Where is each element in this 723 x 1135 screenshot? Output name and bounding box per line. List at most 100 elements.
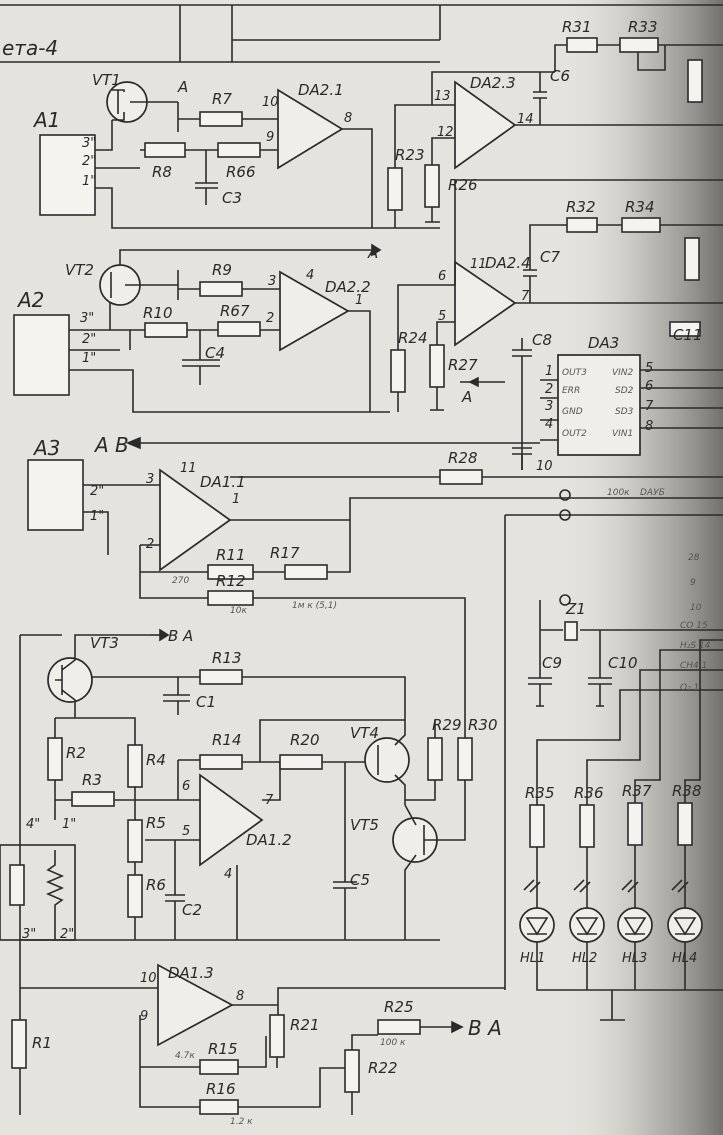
svg-text:1": 1" — [82, 174, 96, 189]
title-block: ета-4 — [0, 4, 723, 63]
resistor-r14 — [199, 754, 243, 770]
sensor-heater — [45, 850, 65, 940]
resistor-r32 — [566, 217, 598, 233]
svg-text:C6: C6 — [550, 67, 570, 85]
sensor-resistor — [9, 864, 25, 906]
resistor-r2 — [47, 737, 63, 781]
svg-text:R37: R37 — [622, 782, 652, 800]
opamp-da11 — [159, 468, 232, 572]
svg-text:VIN2: VIN2 — [612, 368, 634, 378]
svg-text:Z1: Z1 — [565, 600, 586, 618]
svg-text:5: 5 — [182, 824, 190, 839]
svg-text:6: 6 — [438, 269, 446, 284]
resistor-r37 — [627, 802, 643, 846]
svg-text:VT3: VT3 — [90, 634, 119, 652]
resistor-r36 — [579, 804, 595, 848]
svg-text:R28: R28 — [448, 449, 478, 467]
svg-text:3": 3" — [22, 927, 36, 942]
svg-text:1: 1 — [545, 364, 553, 379]
svg-text:DA3: DA3 — [588, 334, 619, 352]
svg-text:6: 6 — [645, 379, 653, 394]
svg-text:B A: B A — [168, 627, 193, 645]
svg-text:9: 9 — [140, 1009, 148, 1024]
resistor-r23 — [387, 167, 403, 211]
svg-text:2: 2 — [146, 537, 154, 552]
svg-text:R2: R2 — [66, 744, 86, 762]
svg-text:8: 8 — [344, 111, 352, 126]
ab-bus: A B R28 — [93, 433, 723, 485]
svg-text:1м к (5,1): 1м к (5,1) — [292, 601, 337, 611]
resistor-r33 — [619, 37, 659, 53]
svg-text:11: 11 — [180, 461, 197, 476]
svg-text:R10: R10 — [143, 304, 173, 322]
svg-text:R66: R66 — [226, 163, 256, 181]
resistor-r12 — [207, 590, 254, 606]
svg-text:5: 5 — [645, 361, 653, 376]
svg-text:4: 4 — [224, 867, 232, 882]
svg-text:R11: R11 — [216, 546, 246, 564]
opamp-da22 — [279, 270, 350, 352]
svg-text:2: 2 — [545, 382, 553, 397]
svg-text:5: 5 — [438, 309, 446, 324]
svg-text:7: 7 — [265, 793, 274, 808]
svg-text:OUT3: OUT3 — [562, 368, 587, 378]
svg-text:1.2 к: 1.2 к — [230, 1117, 253, 1127]
svg-text:R7: R7 — [212, 90, 232, 108]
resistor-r8 — [144, 142, 186, 158]
svg-text:DA2.2: DA2.2 — [325, 278, 371, 296]
svg-text:R24: R24 — [398, 329, 428, 347]
svg-text:R1: R1 — [32, 1034, 52, 1052]
svg-text:SD2: SD2 — [615, 386, 634, 396]
svg-text:DA1.2: DA1.2 — [246, 831, 292, 849]
svg-text:1": 1" — [82, 351, 96, 366]
svg-text:R4: R4 — [146, 751, 166, 769]
resistor-r4 — [127, 744, 143, 788]
title-fragment: ета-4 — [2, 36, 58, 60]
svg-text:C9: C9 — [542, 654, 562, 672]
resistor-r30 — [457, 737, 473, 781]
svg-text:DAУБ: DAУБ — [640, 488, 665, 498]
da24-stage: R24 R27 DA2.4 6 5 11 7 C7 R32 R34 A C8 1… — [390, 179, 723, 474]
svg-text:R67: R67 — [220, 302, 250, 320]
svg-text:R20: R20 — [290, 731, 320, 749]
opamp-da23 — [454, 80, 517, 170]
svg-text:B A: B A — [468, 1016, 502, 1040]
a3-channel: A3 2" 1" DA1.1 11 3 2 1 R11 R17 R12 270 … — [27, 436, 723, 990]
resistor-r-right-1 — [687, 59, 703, 103]
svg-text:HL4: HL4 — [672, 951, 697, 966]
resistor-r17 — [284, 564, 328, 580]
svg-text:GND: GND — [562, 407, 583, 417]
resistor-r26 — [424, 164, 440, 208]
svg-text:R5: R5 — [146, 814, 166, 832]
svg-text:R6: R6 — [146, 876, 166, 894]
svg-text:DA2.3: DA2.3 — [470, 74, 516, 92]
svg-text:HL1: HL1 — [520, 951, 545, 966]
resistor-r34 — [621, 217, 661, 233]
svg-text:R27: R27 — [448, 356, 478, 374]
vt3-stage: VT3 B A R13 C1 R2 R4 R3 R5 R6 C2 R14 DA1… — [19, 600, 498, 941]
svg-text:A: A — [461, 388, 472, 406]
resistor-r67 — [217, 321, 261, 337]
block-a3 — [27, 459, 84, 531]
svg-text:СО 15: СО 15 — [680, 621, 708, 631]
svg-text:1": 1" — [62, 817, 76, 832]
resistor-r1 — [11, 1019, 27, 1069]
svg-text:R15: R15 — [208, 1040, 238, 1058]
resistor-r6 — [127, 874, 143, 918]
svg-text:9: 9 — [690, 578, 696, 588]
svg-text:A2: A2 — [16, 288, 44, 312]
svg-text:2": 2" — [82, 154, 96, 169]
resistor-r22 — [344, 1049, 360, 1093]
da13-stage: R1 DA1.3 10 9 8 R21 R15 R16 R22 R25 B A … — [11, 940, 505, 1127]
svg-text:R3: R3 — [82, 771, 102, 789]
svg-text:2": 2" — [90, 484, 104, 499]
svg-text:4: 4 — [306, 268, 314, 283]
svg-text:100 к: 100 к — [380, 1038, 406, 1048]
svg-text:R16: R16 — [206, 1080, 236, 1098]
svg-text:14: 14 — [517, 112, 534, 127]
resistor-r28 — [439, 469, 483, 485]
svg-text:12: 12 — [437, 125, 454, 140]
resistor-r38 — [677, 802, 693, 846]
svg-text:8: 8 — [236, 989, 244, 1004]
svg-text:7: 7 — [521, 289, 530, 304]
